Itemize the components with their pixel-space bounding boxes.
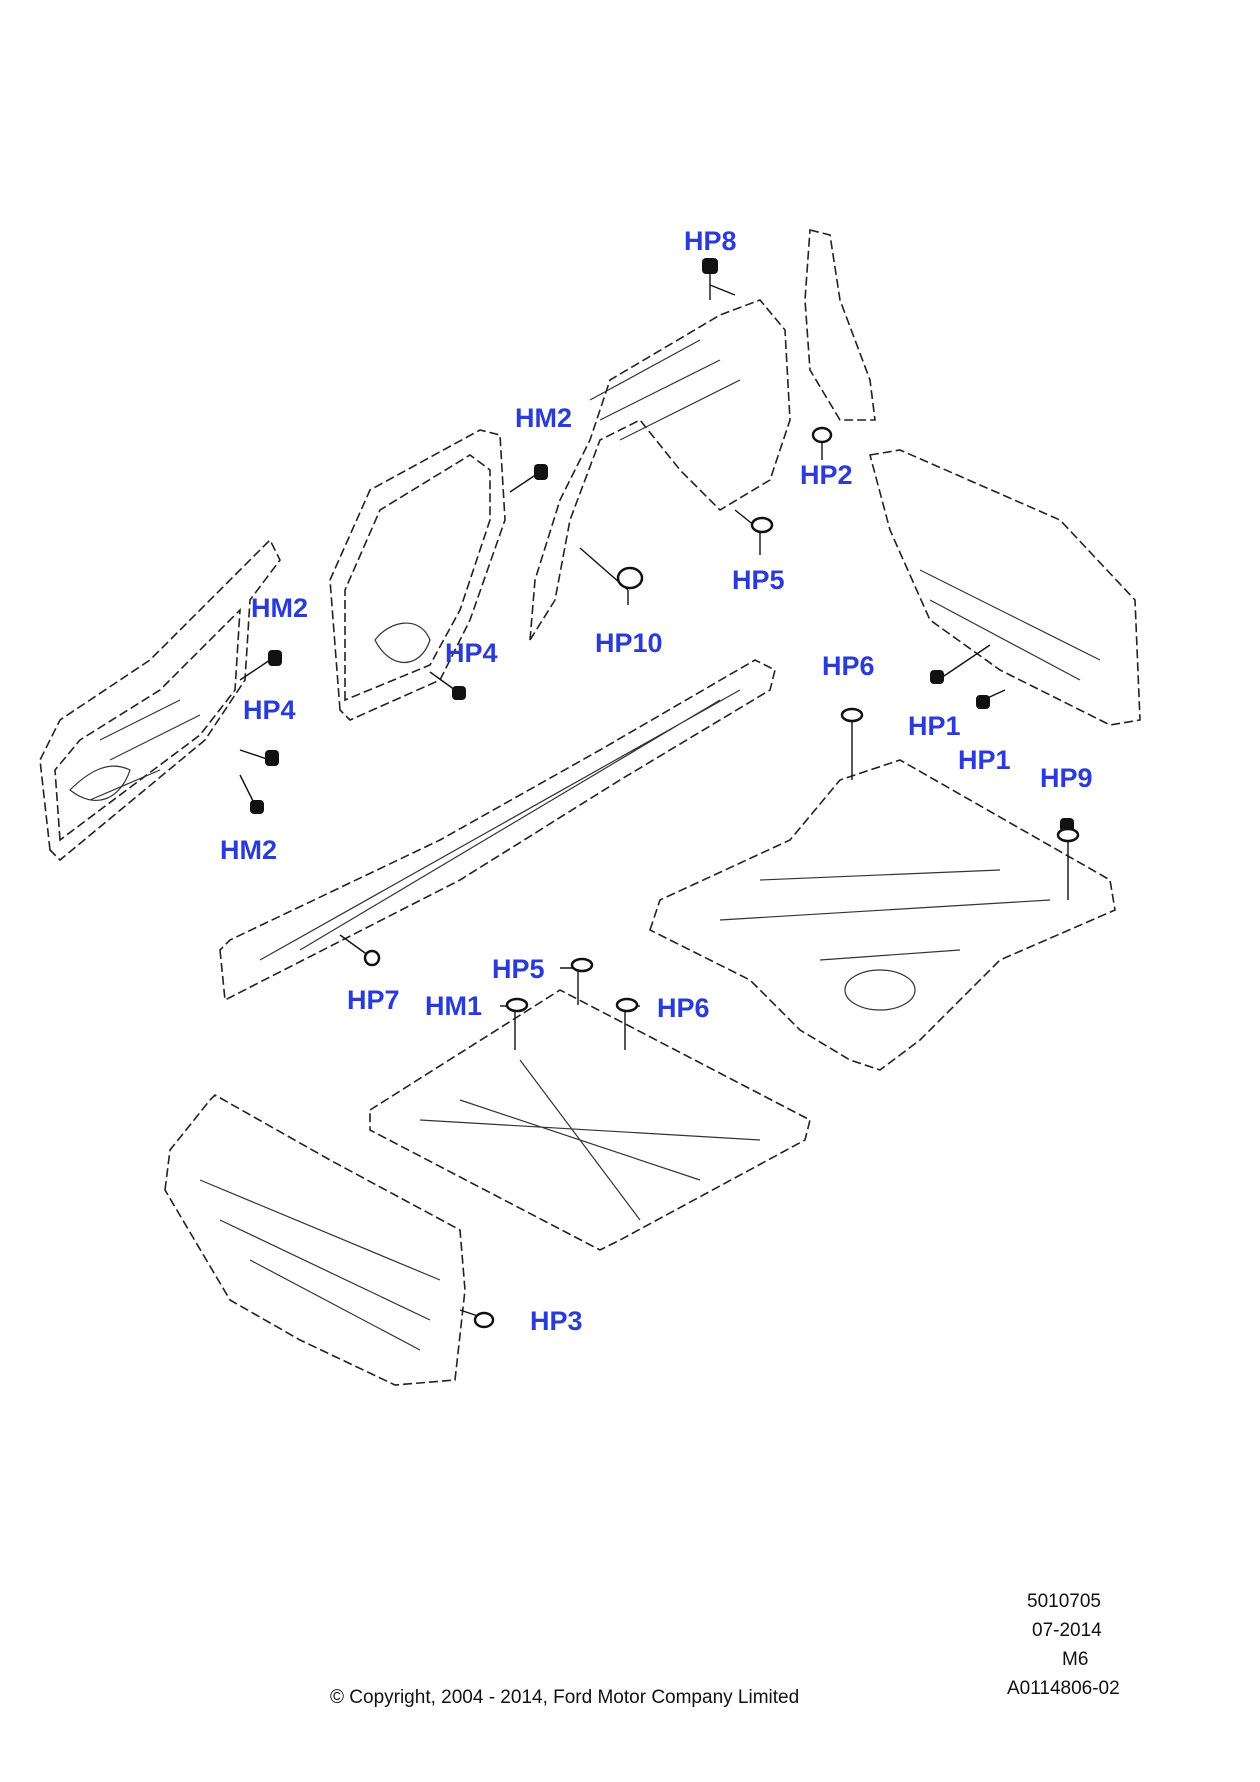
callout-hp1: HP1	[958, 745, 1011, 775]
diagram-number: 5010705	[1027, 1591, 1101, 1612]
callout-hp9: HP9	[1040, 763, 1093, 793]
diagram-reference: A0114806-02	[1007, 1678, 1120, 1699]
callout-hp6: HP6	[657, 993, 710, 1023]
rear-floor-panel	[649, 759, 1116, 1071]
dash-panel	[164, 1094, 466, 1386]
callout-hm1: HM1	[425, 991, 483, 1021]
callout-hp10: HP10	[595, 628, 663, 658]
callout-hm2: HM2	[251, 593, 309, 623]
copyright-text: © Copyright, 2004 - 2014, Ford Motor Com…	[330, 1687, 800, 1708]
callout-hp4: HP4	[243, 695, 296, 725]
callout-hp6: HP6	[822, 651, 875, 681]
tailgate-panel	[869, 449, 1141, 726]
diagram-model: M6	[1062, 1649, 1089, 1670]
center-rail-panel	[219, 659, 776, 1002]
callout-hp5: HP5	[732, 565, 785, 595]
rear-door-panel	[329, 429, 506, 721]
callout-hm2: HM2	[220, 835, 278, 865]
callout-hp1: HP1	[908, 711, 961, 741]
callout-hp7: HP7	[347, 985, 400, 1015]
callout-hp8: HP8	[684, 226, 737, 256]
diagram-date: 07-2014	[1032, 1620, 1102, 1641]
front-door-panel	[39, 538, 281, 862]
body-side-inner-panel	[529, 299, 791, 641]
front-floor-panel	[369, 989, 811, 1251]
fastener-markers	[239, 258, 1080, 1329]
callout-hp2: HP2	[800, 460, 853, 490]
callout-hm2: HM2	[515, 403, 573, 433]
callout-hp3: HP3	[530, 1306, 583, 1336]
callout-hp5: HP5	[492, 954, 545, 984]
pillar-panel	[804, 228, 876, 421]
callout-hp4: HP4	[445, 638, 498, 668]
